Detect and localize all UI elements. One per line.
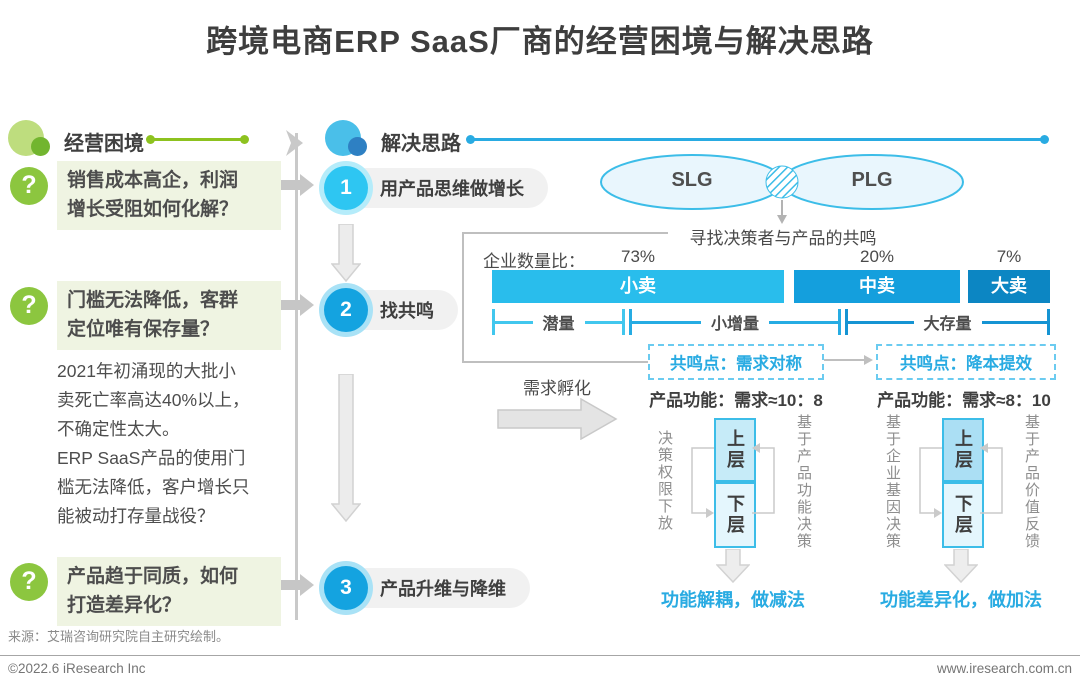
green-circles-icon-small <box>31 137 50 156</box>
branch1-right-label: 基于产品功能决策 <box>795 414 812 550</box>
branch2-feedback-loop <box>919 443 1003 518</box>
resonance-point-1: 共鸣点：需求对称 <box>648 344 824 380</box>
segment-large-stock: 大存量 <box>845 309 1051 335</box>
segment-potential: 潜量 <box>492 309 626 335</box>
green-divider-line <box>150 138 246 141</box>
step-3-label: 产品升维与降维 <box>342 568 530 608</box>
bar-mid-sellers: 中卖 <box>794 270 960 303</box>
venn-caption: 寻找决策者与产品的共鸣 <box>689 229 877 248</box>
branch2-upper-layer-box: 上层 <box>942 418 984 482</box>
branch1-lower-layer-label: 下层 <box>725 494 745 536</box>
ratio-2: 产品功能：需求≈8：10 <box>877 391 1051 410</box>
blue-divider-line <box>470 138 1044 141</box>
step-2-number: 2 <box>324 288 368 332</box>
green-line-dot-right <box>240 135 249 144</box>
ratio-1: 产品功能：需求≈10：8 <box>649 391 823 410</box>
segment-small-increment: 小增量 <box>629 309 842 335</box>
q2-to-solution-arrow-icon <box>281 294 314 316</box>
branch2-down-arrow-icon <box>944 549 978 583</box>
branch2-right-label: 基于产品价值反馈 <box>1023 414 1040 550</box>
branch2-upper-layer-label: 上层 <box>953 429 973 471</box>
step-1-label: 用产品思维做增长 <box>342 168 548 208</box>
segment-large-stock-label: 大存量 <box>923 316 972 333</box>
blue-circles-icon-small <box>348 137 367 156</box>
step-1-number: 1 <box>324 166 368 210</box>
branch2-lower-layer-label: 下层 <box>953 494 973 536</box>
question-mark-icon: ? <box>10 287 48 325</box>
spine-top-arrow-icon <box>286 130 303 156</box>
difficulties-header: 经营困境 <box>64 133 144 155</box>
difficulty-3: 产品趋于同质，如何 打造差异化？ <box>57 557 281 626</box>
solutions-header: 解决思路 <box>381 133 461 155</box>
branch1-conclusion: 功能解耦，做减法 <box>661 590 805 610</box>
step1-to-step2-arrow-icon <box>331 224 361 282</box>
share-small-sellers: 73% <box>620 247 656 266</box>
branch2-conclusion: 功能差异化，做加法 <box>880 590 1042 610</box>
branch2-lower-layer-box: 下层 <box>942 482 984 548</box>
step-1: 1 用产品思维做增长 <box>324 166 548 210</box>
footer-divider <box>0 655 1080 656</box>
flow-spine-line <box>295 133 298 620</box>
slg-plg-venn-diagram <box>600 154 964 224</box>
venn-slg-label: SLG <box>671 169 713 191</box>
share-mid-sellers: 20% <box>859 247 895 266</box>
source-note: 来源：艾瑞咨询研究院自主研究绘制。 <box>8 629 230 644</box>
difficulty-1: 销售成本高企，利润 增长受阻如何化解？ <box>57 161 281 230</box>
incubation-label: 需求孵化 <box>523 379 591 398</box>
segment-small-increment-label: 小增量 <box>711 316 760 333</box>
difficulty-note: 2021年初涌现的大批小 卖死亡率高达40%以上， 不确定性太大。 ERP Sa… <box>57 361 250 527</box>
incubation-arrow-icon <box>497 398 618 440</box>
step-2: 2 找共鸣 <box>324 288 458 332</box>
bar-small-sellers: 小卖 <box>492 270 784 303</box>
segment-potential-label: 潜量 <box>542 316 575 333</box>
step2-to-step3-arrow-icon <box>331 374 361 522</box>
branch1-feedback-loop <box>691 443 775 518</box>
blue-line-dot-left <box>466 135 475 144</box>
page-title: 跨境电商ERP SaaS厂商的经营困境与解决思路 <box>206 24 874 59</box>
branch1-upper-layer-box: 上层 <box>714 418 756 482</box>
venn-plg-label: PLG <box>851 169 893 191</box>
chart-label: 企业数量比： <box>483 252 585 271</box>
q3-to-solution-arrow-icon <box>281 574 314 596</box>
question-mark-icon: ? <box>10 167 48 205</box>
question-mark-icon: ? <box>10 563 48 601</box>
share-large-sellers: 7% <box>996 247 1022 266</box>
branch2-left-label: 基于企业基因决策 <box>884 414 901 550</box>
step-3-number: 3 <box>324 566 368 610</box>
resonance-point-2: 共鸣点：降本提效 <box>876 344 1056 380</box>
footer-website: www.iresearch.com.cn <box>936 661 1072 676</box>
q1-to-solution-arrow-icon <box>281 174 314 196</box>
footer-copyright: ©2022.6 iResearch Inc <box>8 661 146 676</box>
step-3: 3 产品升维与降维 <box>324 566 530 610</box>
branch1-left-label: 决策权限下放 <box>656 430 673 532</box>
resonance1-to-resonance2-arrow <box>824 355 873 365</box>
branch1-upper-layer-label: 上层 <box>725 429 745 471</box>
difficulty-2: 门槛无法降低，客群 定位唯有保存量？ <box>57 281 281 350</box>
bar-large-sellers: 大卖 <box>968 270 1050 303</box>
blue-line-dot-right <box>1040 135 1049 144</box>
branch1-down-arrow-icon <box>716 549 750 583</box>
branch1-lower-layer-box: 下层 <box>714 482 756 548</box>
green-line-dot-left <box>146 135 155 144</box>
